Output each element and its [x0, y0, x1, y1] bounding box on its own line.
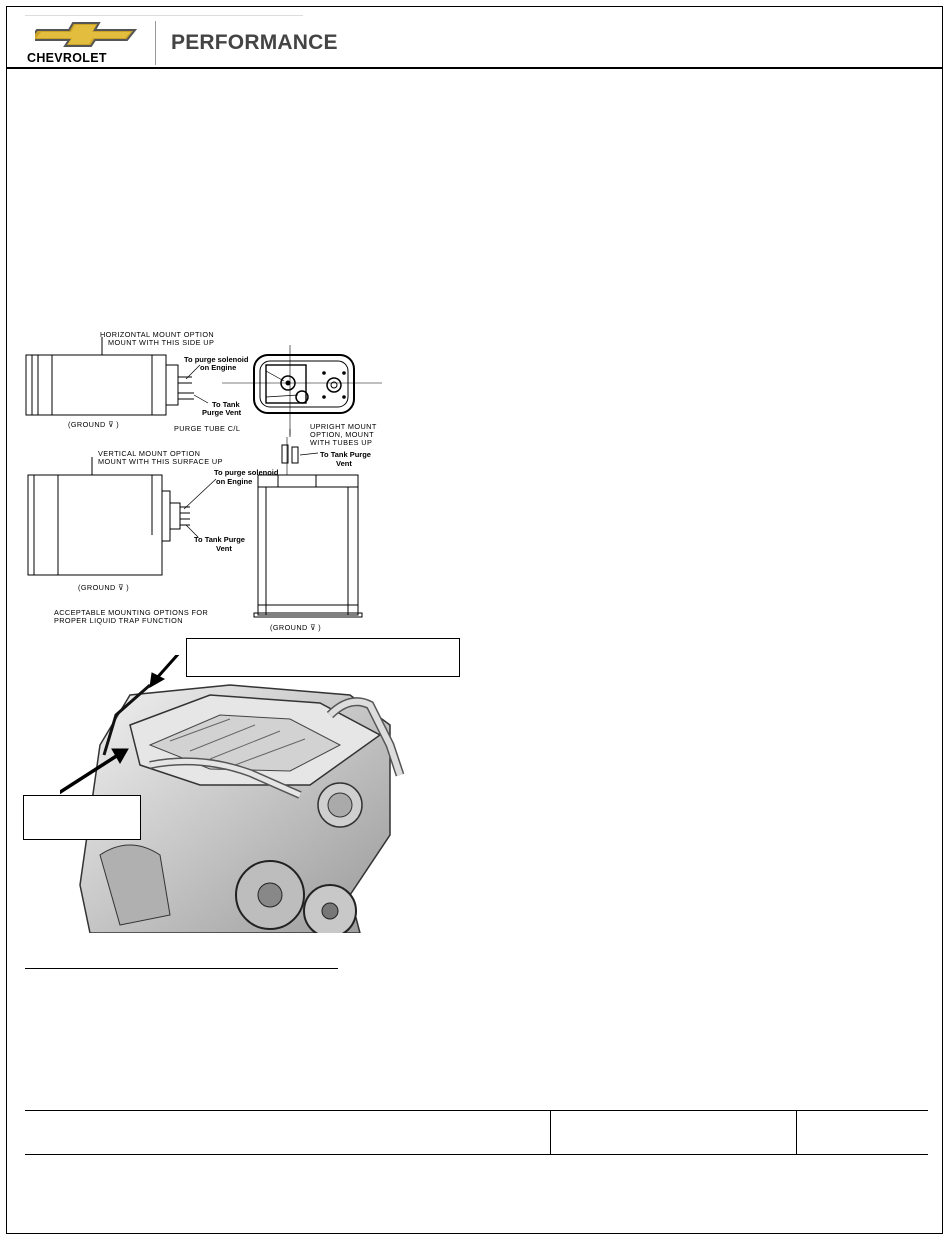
vertical-purge-label-2: on Engine — [216, 477, 252, 486]
footer-cell-2 — [551, 1111, 796, 1154]
upright-option-label-3: WITH TUBES UP — [310, 438, 372, 447]
vertical-tank-label-2: Vent — [216, 544, 232, 553]
purge-solenoid-label-2: on Engine — [200, 363, 236, 372]
upright-option-label-1: UPRIGHT MOUNT — [310, 422, 377, 431]
leader-lines — [183, 364, 319, 538]
upright-option-label-2: OPTION, MOUNT — [310, 430, 374, 439]
horizontal-option-label-1: HORIZONTAL MOUNT OPTION — [100, 330, 214, 339]
acceptable-label-2: PROPER LIQUID TRAP FUNCTION — [54, 616, 183, 625]
tank-vent-label-1: To Tank — [212, 400, 240, 409]
vertical-option-label-1: VERTICAL MOUNT OPTION — [98, 449, 200, 458]
logo: CHEVROLET PERFORMANCE — [25, 15, 338, 67]
horizontal-option-label-2: MOUNT WITH THIS SIDE UP — [108, 338, 214, 347]
callout-box-left — [23, 795, 141, 840]
mounting-diagram: HORIZONTAL MOUNT OPTION MOUNT WITH THIS … — [25, 330, 382, 632]
engine-illustration — [60, 655, 405, 933]
page-header: CHEVROLET PERFORMANCE — [7, 7, 942, 69]
top-view-canister — [222, 345, 382, 435]
bowtie-icon — [35, 22, 137, 47]
tank-vent-label-2: Purge Vent — [202, 408, 242, 417]
ground-label-1: (GROUND ⊽ ) — [68, 420, 119, 429]
upright-tank-label-1: To Tank Purge — [320, 450, 371, 459]
horizontal-canister — [25, 337, 194, 416]
footer-cell-3 — [797, 1111, 928, 1154]
vertical-purge-label-1: To purge solenoid — [214, 468, 279, 477]
vertical-tank-label-1: To Tank Purge — [194, 535, 245, 544]
footer-cell-1 — [25, 1111, 550, 1154]
ground-label-3: (GROUND ⊽ ) — [270, 623, 321, 632]
acceptable-label-1: ACCEPTABLE MOUNTING OPTIONS FOR — [54, 608, 208, 617]
purge-solenoid-label-1: To purge solenoid — [184, 355, 249, 364]
logo-divider — [155, 21, 156, 65]
product-line: PERFORMANCE — [171, 31, 338, 54]
ground-label-2: (GROUND ⊽ ) — [78, 583, 129, 592]
purge-tube-label: PURGE TUBE C/L — [174, 424, 240, 433]
upright-canister — [253, 437, 363, 618]
callout-box-top — [186, 638, 460, 677]
upright-tank-label-2: Vent — [336, 459, 352, 468]
logo-top-rule — [25, 15, 303, 16]
brand-name: CHEVROLET — [27, 51, 107, 65]
vertical-canister — [27, 457, 190, 576]
page-frame — [6, 6, 943, 1234]
vertical-option-label-2: MOUNT WITH THIS SURFACE UP — [98, 457, 223, 466]
section-rule — [25, 968, 338, 969]
footer-divider-2 — [796, 1111, 797, 1154]
footer-table — [25, 1110, 928, 1155]
footer-divider-1 — [550, 1111, 551, 1154]
